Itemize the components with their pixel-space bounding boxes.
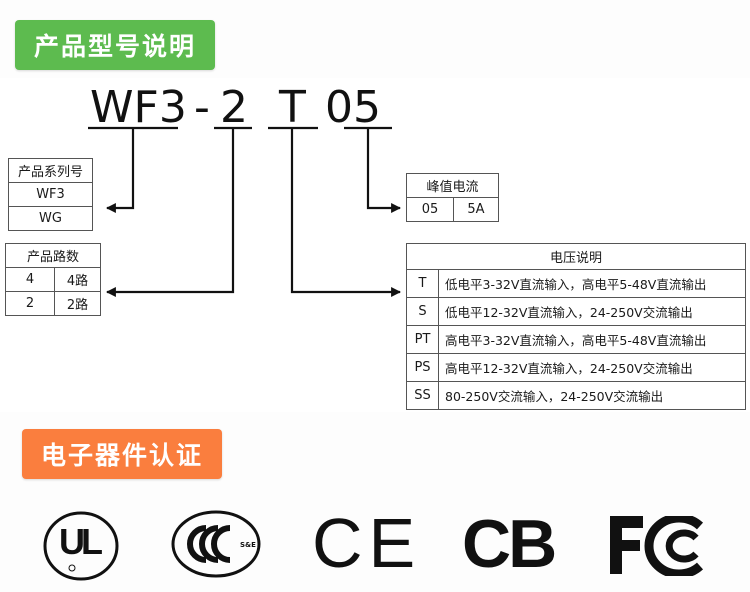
voltage-desc: 高电平12-32V直流输入，24-250V交流输出 bbox=[438, 353, 746, 382]
model-description-heading: 产品型号说明 bbox=[15, 20, 215, 70]
arrow-voltage bbox=[290, 128, 401, 297]
ce-logo-icon: CE bbox=[312, 504, 422, 582]
table-row: 4 4路 bbox=[5, 267, 101, 292]
current-desc: 5A bbox=[453, 197, 499, 222]
table-row: 05 5A bbox=[406, 197, 499, 222]
channels-code: 2 bbox=[5, 291, 55, 316]
certification-heading: 电子器件认证 bbox=[22, 429, 222, 479]
connector-lines bbox=[88, 126, 401, 297]
arrow-series bbox=[106, 128, 135, 213]
channels-table-header: 产品路数 bbox=[5, 243, 101, 268]
voltage-desc: 低电平12-32V直流输入，24-250V交流输出 bbox=[438, 297, 746, 326]
channels-desc: 2路 bbox=[54, 291, 101, 316]
ul-logo-icon: UL bbox=[42, 510, 120, 582]
voltage-table-header: 电压说明 bbox=[406, 243, 746, 270]
current-code: 05 bbox=[406, 197, 454, 222]
series-table: 产品系列号 WF3 WG bbox=[8, 158, 93, 231]
ul-letters: UL bbox=[59, 521, 103, 562]
model-code-voltage: T bbox=[279, 82, 306, 133]
arrow-current bbox=[366, 128, 401, 213]
series-table-cell: WG bbox=[8, 206, 93, 231]
model-code-series: WF3 bbox=[90, 82, 187, 133]
table-row: 2 2路 bbox=[5, 291, 101, 316]
voltage-code: PT bbox=[406, 325, 439, 354]
arrow-channels bbox=[106, 128, 235, 297]
model-code-current: 05 bbox=[325, 82, 381, 133]
model-code-channels: 2 bbox=[220, 82, 248, 133]
channels-code: 4 bbox=[5, 267, 55, 292]
voltage-code: PS bbox=[406, 353, 439, 382]
current-table-header: 峰值电流 bbox=[406, 173, 499, 198]
cb-logo-icon: CB bbox=[462, 506, 557, 582]
voltage-desc: 80-250V交流输入，24-250V交流输出 bbox=[438, 381, 746, 410]
model-code-dash: - bbox=[194, 82, 210, 133]
voltage-code: SS bbox=[406, 381, 439, 410]
series-table-header: 产品系列号 bbox=[8, 158, 93, 183]
current-table: 峰值电流 05 5A bbox=[406, 173, 499, 222]
voltage-desc: 低电平3-32V直流输入，高电平5-48V直流输出 bbox=[438, 269, 746, 298]
series-table-cell: WF3 bbox=[8, 182, 93, 207]
voltage-code: T bbox=[406, 269, 439, 298]
fcc-logo-icon bbox=[610, 516, 704, 576]
ccc-logo-icon: S&E bbox=[171, 510, 261, 578]
channels-table: 产品路数 4 4路 2 2路 bbox=[5, 243, 101, 316]
ul-ring bbox=[43, 511, 119, 581]
ccc-sub-label: S&E bbox=[240, 541, 256, 549]
voltage-desc: 高电平3-32V直流输入，高电平5-48V直流输出 bbox=[438, 325, 746, 354]
channels-desc: 4路 bbox=[54, 267, 101, 292]
voltage-code: S bbox=[406, 297, 439, 326]
